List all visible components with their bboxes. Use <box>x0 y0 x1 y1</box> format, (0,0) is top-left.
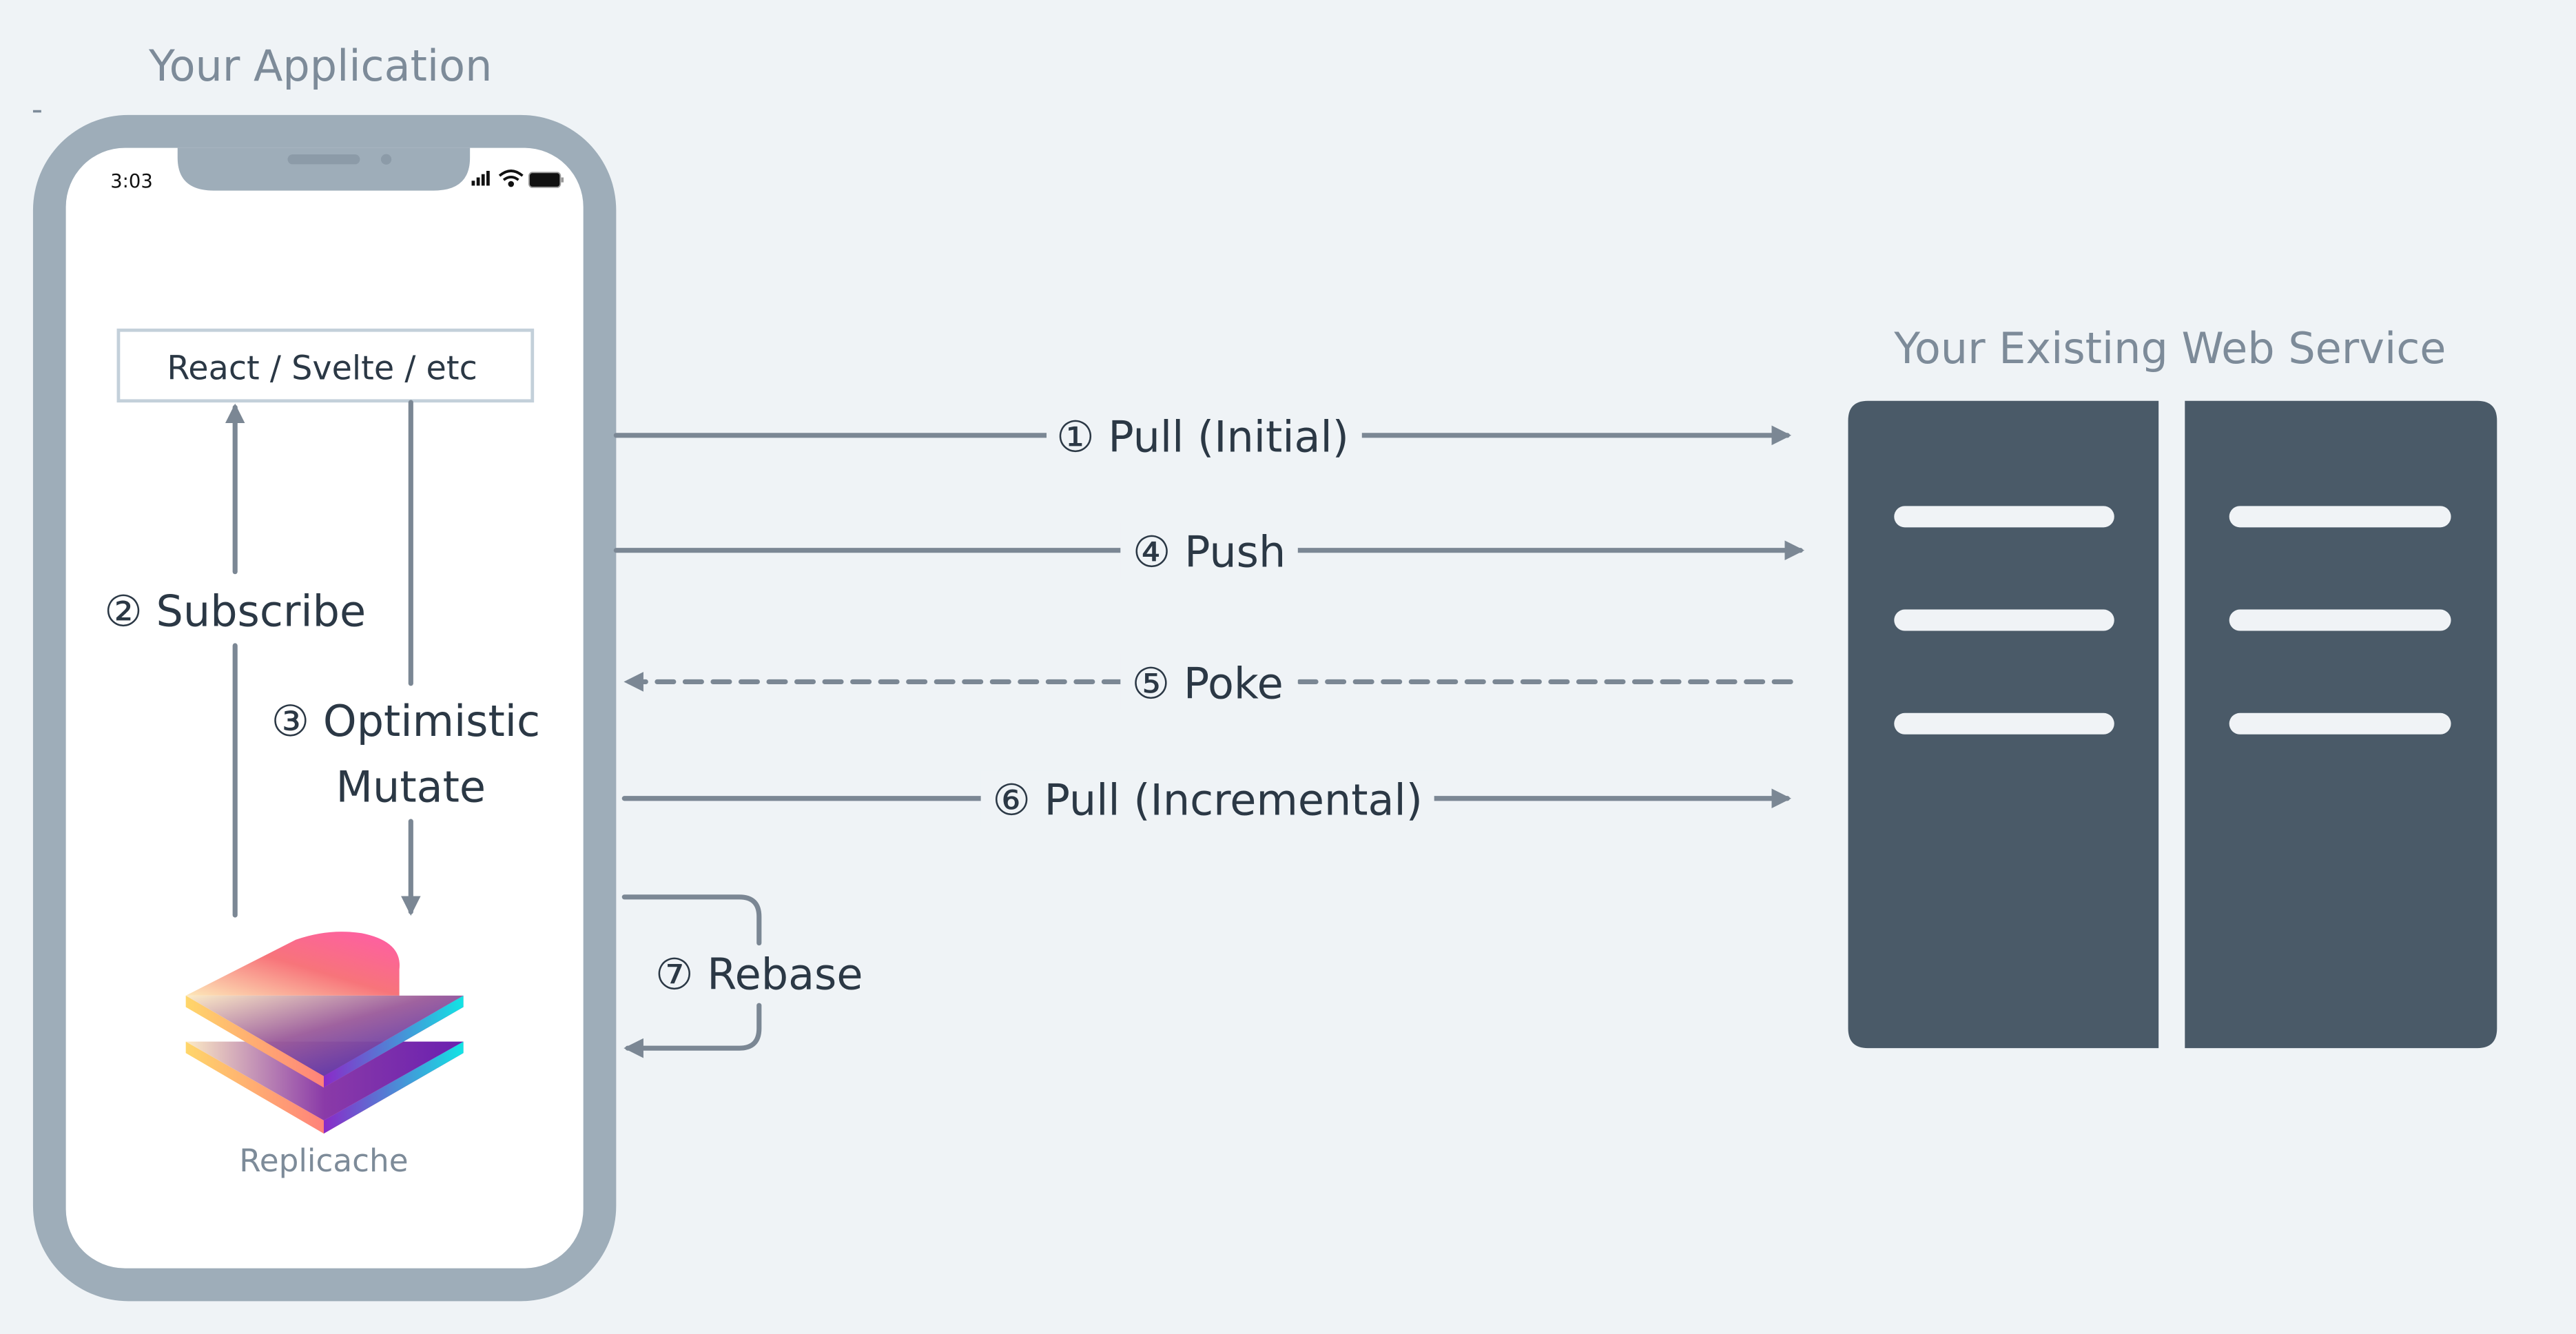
pull-incremental-label: ⑥ Pull (Incremental) <box>992 775 1423 825</box>
wifi-icon <box>498 170 524 187</box>
signal-icon <box>471 170 490 186</box>
phone-notch <box>177 147 471 191</box>
battery-icon <box>528 172 564 188</box>
poke-label: ⑤ Poke <box>1132 658 1284 708</box>
server-title: Your Existing Web Service <box>1893 323 2446 373</box>
ui-framework-label: React / Svelte / etc <box>167 350 477 388</box>
phone-mockup: 3:03 <box>32 114 617 1302</box>
rebase-arrow-upper <box>621 894 762 946</box>
replicache-label: Replicache <box>239 1142 408 1179</box>
server-icon <box>1848 400 2497 1049</box>
speaker-icon <box>287 154 360 165</box>
mutate-label-line2: Mutate <box>336 762 486 812</box>
pull-initial-label: ① Pull (Initial) <box>1056 412 1349 462</box>
subscribe-label: ② Subscribe <box>104 586 366 636</box>
app-title: Your Application <box>148 41 492 91</box>
push-label: ④ Push <box>1133 527 1286 577</box>
replicache-logo <box>185 932 464 1134</box>
ui-framework-box <box>116 328 535 403</box>
status-time: 3:03 <box>110 171 153 192</box>
mutate-label-line1: ③ Optimistic <box>271 696 540 746</box>
stray-mark <box>32 110 41 113</box>
rebase-label: ⑦ Rebase <box>655 949 863 999</box>
camera-icon <box>380 154 392 165</box>
rebase-arrow-lower <box>624 1003 762 1058</box>
